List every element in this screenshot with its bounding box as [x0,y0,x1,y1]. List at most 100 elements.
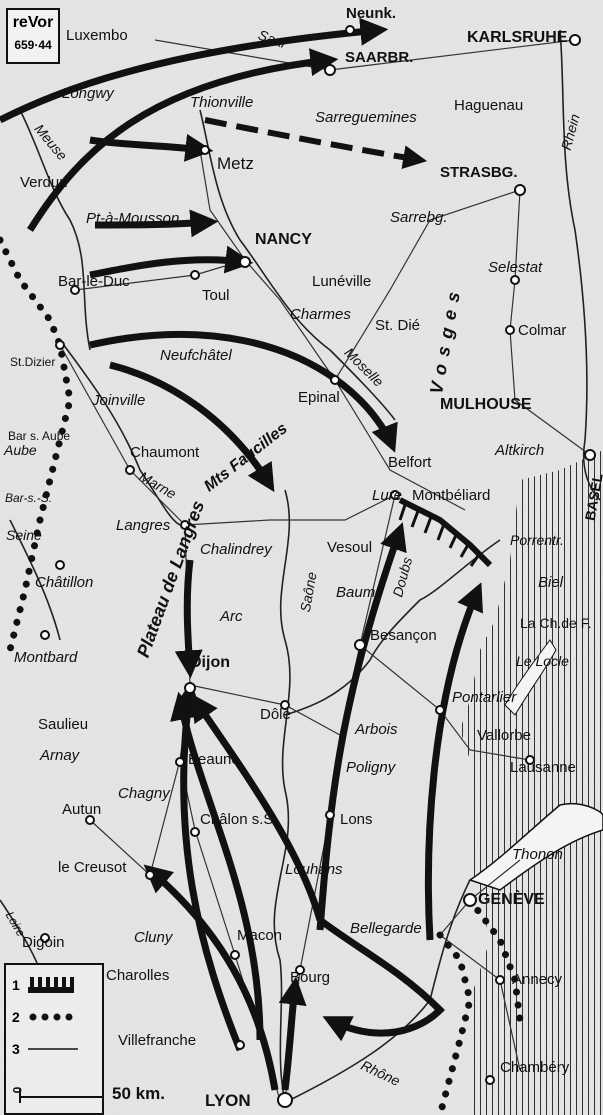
place-label: Colmar [518,322,567,339]
lake-neuchatel [504,639,557,716]
place-label: Biel [538,574,564,591]
fortified-teeth [398,504,482,567]
place-label: Selestat [488,259,543,276]
legend-number: 1 [12,977,20,993]
legend-number: 3 [12,1041,20,1057]
place-label: Joinville [92,392,146,409]
water-label: Aube [4,442,37,458]
place-label: Vesoul [327,539,373,556]
place-label: Chaumont [130,444,200,461]
dotted-lines [0,236,524,1115]
place-label: SAARBR. [345,49,414,66]
place-label: Autun [62,801,102,818]
water-label: Seine [6,527,42,543]
place-label: Luxembo [66,27,128,44]
place-label: Toul [202,287,230,304]
place-label: Arbois [355,721,398,738]
place-label: Digoin [22,934,65,951]
scale-start: 0 [10,1086,25,1094]
scale-label: 50 km. [112,1084,165,1103]
place-label: Saulieu [38,716,89,733]
place-label: Lunéville [312,273,372,290]
place-label: Metz [217,154,254,173]
place-label: Montbard [14,649,78,666]
place-label: NANCY [255,231,312,248]
legend-symbols [19,977,102,1103]
legend-number: 2 [12,1009,20,1025]
place-label: Langres [116,517,171,534]
place-label: Villefranche [118,1032,197,1049]
place-label: Charmes [290,306,351,323]
place-label: Epinal [298,389,340,406]
place-label: Bellegarde [350,920,422,937]
scale-bar [19,1089,102,1103]
place-label: Châlon s.S. [200,811,278,828]
place-label: Chalindrey [200,541,272,558]
place-label: Thionville [190,94,254,111]
place-label: Besançon [370,627,437,644]
movement-arrows [0,17,484,1091]
place-label: Montbéliard [412,487,491,504]
place-label: Chagny [118,785,170,802]
place-label: St.Dizier [10,355,56,369]
place-label: Pt-à-Mousson [86,210,180,227]
place-label: Macon [237,927,283,944]
doubs-river [284,539,501,716]
place-label: Neufchâtel [160,347,232,364]
place-label: Arnay [40,747,80,764]
place-label: Sarrebg. [390,209,448,226]
place-label: Belfort [388,454,432,471]
place-label: Dôle [260,706,291,723]
marne-river [59,339,181,526]
place-label: STRASBG. [440,164,518,181]
place-label: Cluny [134,929,173,946]
place-label: Thonon [512,846,563,863]
legend: 1 2 3 [4,963,104,1115]
place-label: Bar s. Aube [8,429,71,443]
place-label: Arc [220,608,243,625]
place-label: Verdun [20,174,68,191]
place-label: Bar-le-Duc [58,273,130,290]
place-label: Poligny [346,759,396,776]
place-label: Lure [372,487,403,504]
switzerland-area [460,450,603,1115]
place-label: Chambéry [500,1059,570,1076]
place-label: Sarreguemines [315,109,417,126]
place-label: Bourg [290,969,331,986]
place-label: La Ch.de F. [520,615,592,631]
place-label: Vallorbe [477,727,531,744]
city-markers [40,25,596,1108]
badge-number: 659·44 [14,38,52,52]
moselle-river [199,109,396,421]
rhine-river [559,29,601,501]
place-label: Baume [336,584,384,601]
fortified-line-symbol [28,977,74,993]
place-label: Lausanne [510,759,576,776]
place-label: Lons [340,811,373,828]
place-label: Beaune [188,751,240,768]
place-label: Louhans [285,861,343,878]
place-label: Annecy [512,971,563,988]
place-label: GENÈVE [478,891,545,908]
place-label: Porrentr. [510,532,564,548]
place-label: Altkirch [495,442,545,459]
place-label: MULHOUSE [440,396,532,413]
place-label: Haguenau [454,97,524,114]
place-label: Neunk. [346,5,397,22]
badge-title: reVor [12,14,54,31]
place-label: le Creusot [58,859,127,876]
place-label: KARLSRUHE [467,29,568,46]
place-label: Dijon [190,654,230,671]
place-label: Châtillon [35,574,94,591]
place-label: Bar-s.-S. [5,491,53,505]
place-label: Pontarlier [452,689,517,706]
map-badge: reVor 659·44 [6,8,60,64]
place-label: St. Dié [375,317,421,334]
lake-geneva [468,803,603,891]
dotted-line-symbol [29,1013,73,1021]
seine-river [9,519,61,641]
place-label: Charolles [106,967,170,984]
meuse-river [19,109,91,351]
